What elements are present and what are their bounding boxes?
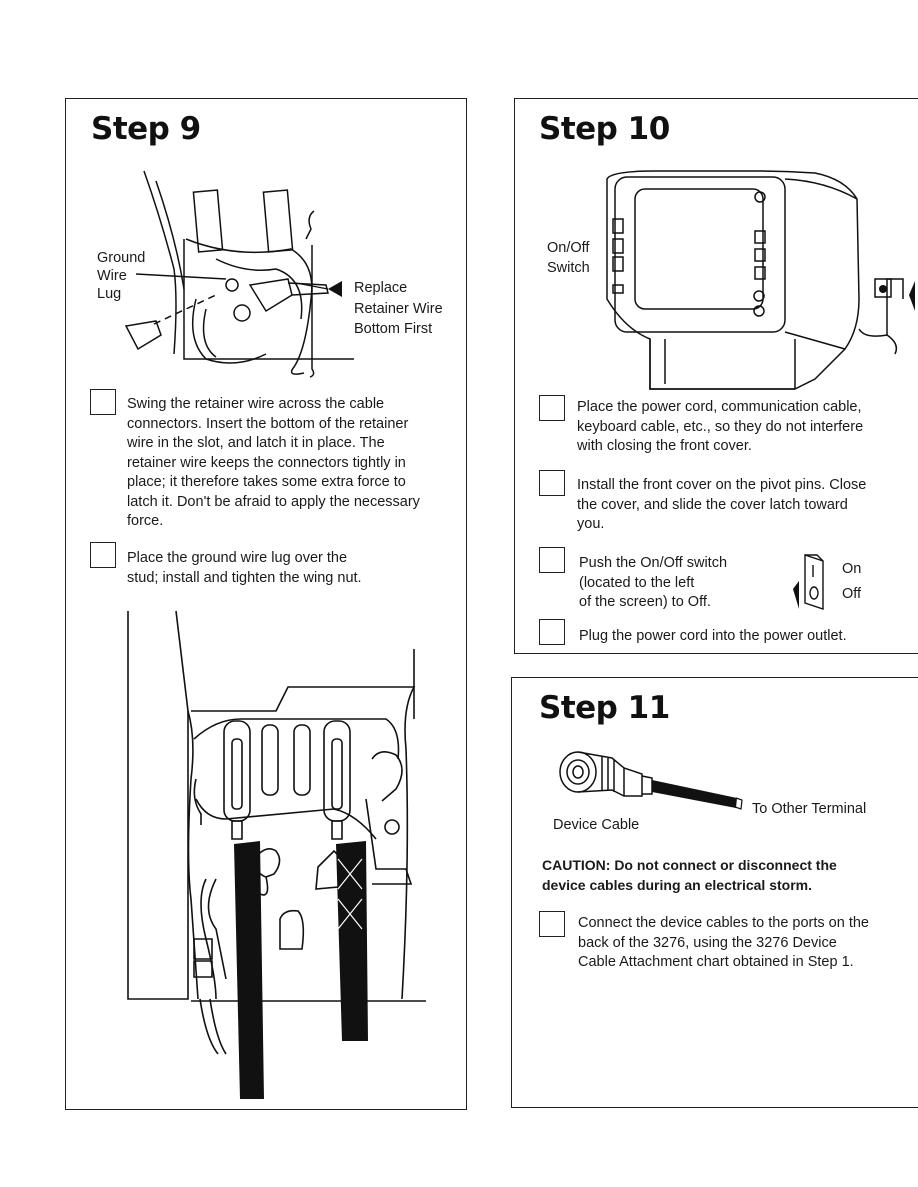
- step9-panel: Step 9 Ground Wire Lu: [65, 98, 467, 1110]
- step10-instruction-1: Place the power cord, communication cabl…: [577, 399, 864, 454]
- power-switch-icon: [793, 554, 824, 610]
- to-other-terminal-label: To Other Terminal: [752, 801, 867, 817]
- step9-title: Step 9: [91, 111, 201, 147]
- switch-off-label: Off: [842, 586, 862, 602]
- caution-notice: CAUTION: Do not connect or disconnect th…: [542, 857, 837, 893]
- step10-checkbox-1[interactable]: [539, 395, 565, 421]
- step10-checkbox-2[interactable]: [539, 470, 565, 496]
- step9-instruction-2: Place the ground wire lug over the stud;…: [127, 550, 362, 586]
- step10-instruction-4: Plug the power cord into the power outle…: [579, 628, 847, 644]
- step10-instruction-2: Install the front cover on the pivot pin…: [577, 477, 867, 532]
- step10-checkbox-4[interactable]: [539, 619, 565, 645]
- retainer-wire-illustration: [124, 170, 354, 378]
- device-cable-illustration: [559, 751, 743, 810]
- ground-lug-closeup-illustration: [127, 610, 426, 1099]
- step10-checkbox-3[interactable]: [539, 547, 565, 573]
- step11-instruction-1: Connect the device cables to the ports o…: [578, 915, 869, 970]
- step9-checkbox-2[interactable]: [90, 542, 116, 568]
- switch-on-label: On: [842, 561, 862, 577]
- step10-title: Step 10: [539, 111, 670, 147]
- replace-retainer-label: Replace Retainer Wire Bottom First: [354, 280, 443, 337]
- ground-wire-lug-label: Ground Wire Lug: [97, 250, 146, 302]
- terminal-display-illustration: [606, 170, 915, 390]
- step11-panel: Step 11 To Other Terminal Device Cable C…: [511, 677, 918, 1108]
- step11-checkbox-1[interactable]: [539, 911, 565, 937]
- step9-checkbox-1[interactable]: [90, 389, 116, 415]
- step10-instruction-3: Push the On/Off switch (located to the l…: [579, 555, 728, 610]
- step9-instruction-1: Swing the retainer wire across the cable…: [127, 396, 420, 529]
- step10-panel: Step 10 On/Off: [514, 98, 918, 654]
- step11-title: Step 11: [539, 690, 670, 726]
- on-off-switch-label: On/Off Switch: [547, 240, 590, 276]
- device-cable-label: Device Cable: [553, 817, 640, 833]
